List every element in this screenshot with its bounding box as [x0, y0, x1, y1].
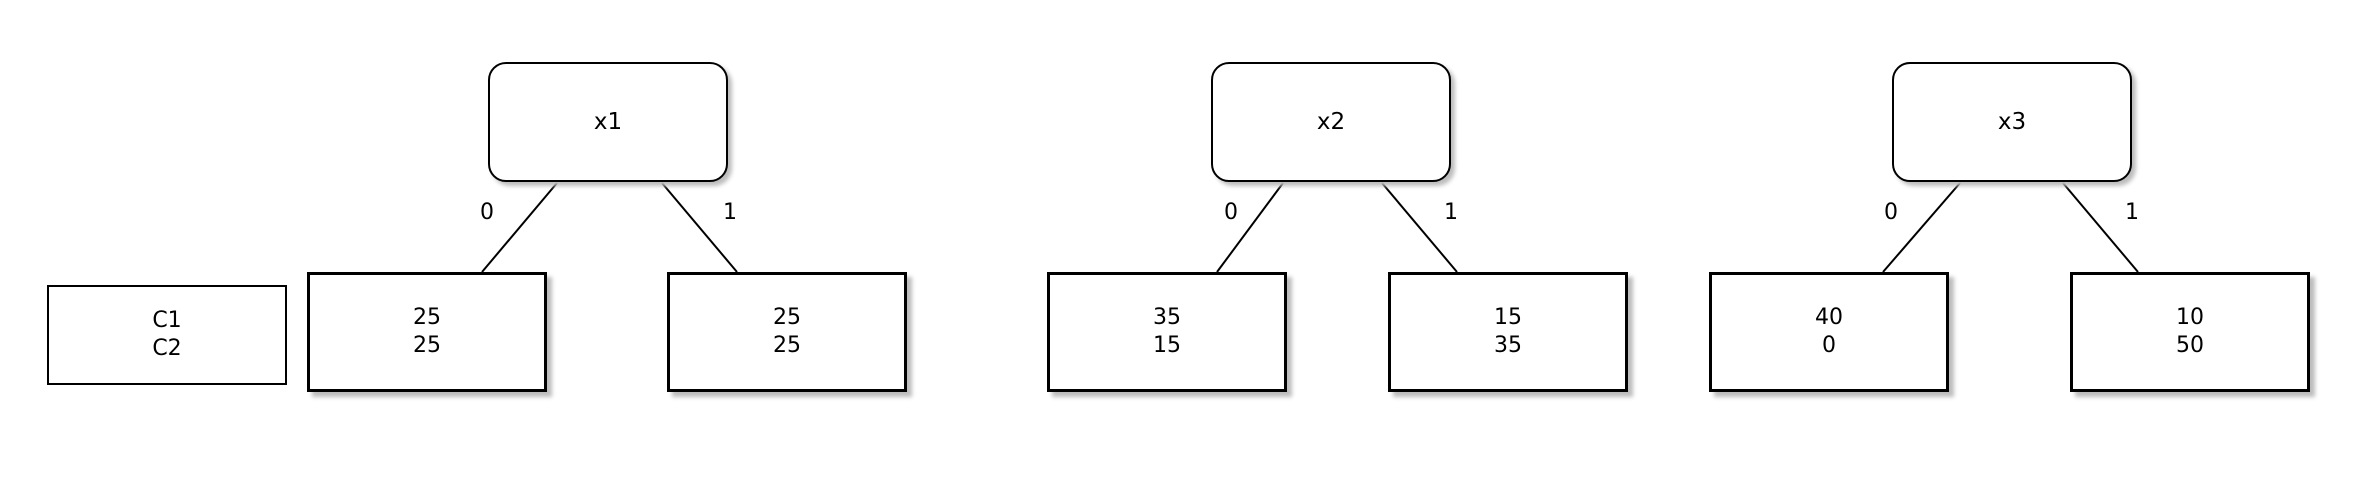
tree-3-edge-left-line	[1882, 182, 1961, 273]
tree-1-right-leaf: 25 25	[667, 272, 907, 392]
tree-3-root-node: x3	[1892, 62, 2132, 182]
tree-1-root-label: x1	[593, 109, 623, 135]
tree-2-edge-right-label: 1	[1444, 200, 1458, 225]
tree-1-right-c1-count: 25	[773, 305, 801, 330]
tree-1-root-node: x1	[488, 62, 728, 182]
tree-2-edge-left-label: 0	[1224, 200, 1238, 225]
class-legend-box: C1 C2	[47, 285, 287, 385]
legend-class-2: C2	[152, 336, 182, 361]
tree-1-edge-left-line	[481, 182, 558, 273]
tree-3-right-c1-count: 10	[2176, 305, 2204, 330]
tree-3-left-c1-count: 40	[1815, 305, 1843, 330]
tree-2-root-label: x2	[1316, 109, 1346, 135]
tree-2-root-node: x2	[1211, 62, 1451, 182]
tree-2-left-leaf: 35 15	[1047, 272, 1287, 392]
tree-3-right-leaf: 10 50	[2070, 272, 2310, 392]
tree-2-edge-right-line	[1381, 182, 1458, 273]
tree-2-right-c1-count: 15	[1494, 305, 1522, 330]
tree-1-edge-right-line	[661, 182, 738, 273]
tree-1-left-c2-count: 25	[413, 333, 441, 358]
legend-class-1: C1	[152, 308, 182, 333]
tree-2-right-c2-count: 35	[1494, 333, 1522, 358]
tree-1-edge-right-label: 1	[723, 200, 737, 225]
tree-2-left-c2-count: 15	[1153, 333, 1181, 358]
tree-1-right-c2-count: 25	[773, 333, 801, 358]
tree-1-left-c1-count: 25	[413, 305, 441, 330]
tree-2-edge-left-line	[1216, 182, 1284, 273]
tree-3-left-c2-count: 0	[1822, 333, 1836, 358]
tree-2-left-c1-count: 35	[1153, 305, 1181, 330]
tree-3-root-label: x3	[1997, 109, 2027, 135]
tree-3-left-leaf: 40 0	[1709, 272, 1949, 392]
tree-3-edge-right-label: 1	[2125, 200, 2139, 225]
tree-3-right-c2-count: 50	[2176, 333, 2204, 358]
tree-3-edge-right-line	[2062, 182, 2139, 273]
tree-2-right-leaf: 15 35	[1388, 272, 1628, 392]
tree-3-edge-left-label: 0	[1884, 200, 1898, 225]
tree-1-left-leaf: 25 25	[307, 272, 547, 392]
tree-1-edge-left-label: 0	[480, 200, 494, 225]
